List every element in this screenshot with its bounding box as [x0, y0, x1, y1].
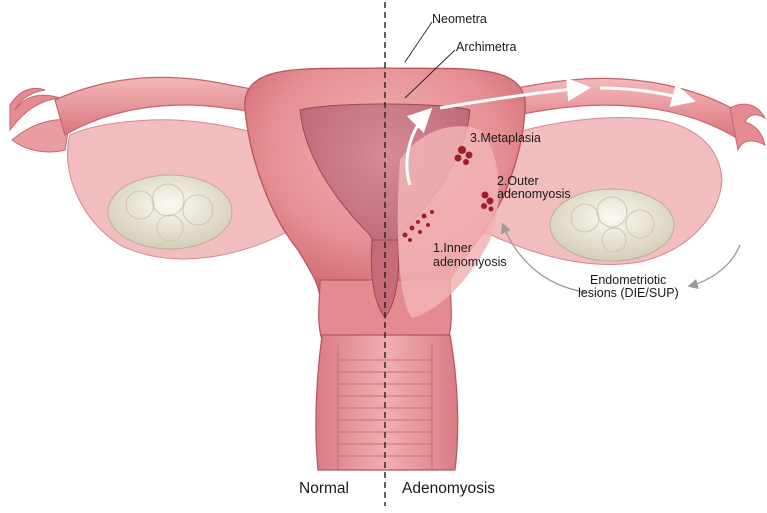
label-inner-adenomyosis-2: adenomyosis [433, 255, 507, 269]
label-archimetra: Archimetra [456, 40, 516, 54]
label-outer-adenomyosis-1: 2.Outer [497, 174, 539, 188]
caption-normal: Normal [299, 480, 349, 498]
vagina [316, 335, 458, 470]
label-lesions-2: lesions (DIE/SUP) [578, 286, 679, 300]
label-metaplasia: 3.Metaplasia [470, 131, 541, 145]
label-lesions-1: Endometriotic [590, 273, 666, 287]
label-neometra: Neometra [432, 12, 487, 26]
label-outer-adenomyosis-2: adenomyosis [497, 187, 571, 201]
caption-adenomyosis: Adenomyosis [402, 480, 495, 498]
label-inner-adenomyosis-1: 1.Inner [433, 241, 472, 255]
adenomyosis-region [398, 126, 499, 318]
